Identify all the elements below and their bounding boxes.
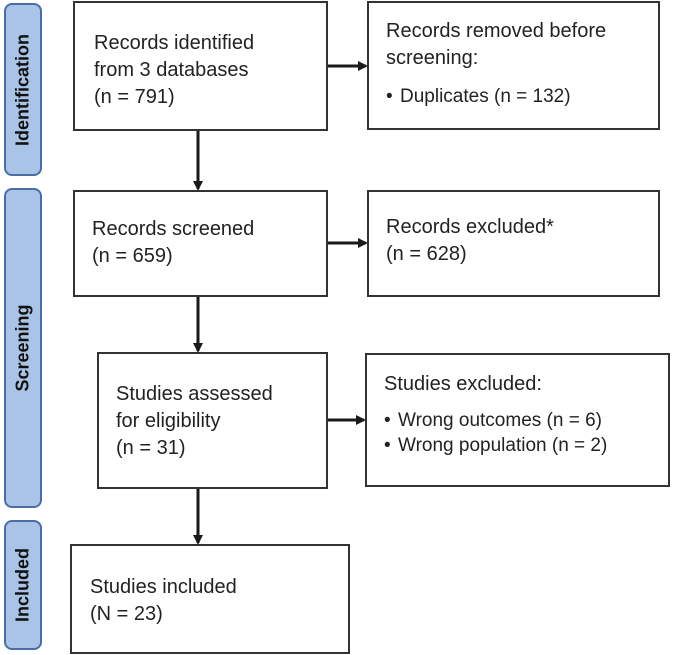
- records-excluded-title: Records excluded*: [386, 216, 554, 238]
- studies-excluded-item: •Wrong outcomes (n = 6): [384, 410, 602, 431]
- phase-included: Included: [4, 520, 42, 650]
- records-identified-count: (n = 791): [94, 86, 175, 108]
- studies-assessed-count: (n = 31): [116, 437, 186, 459]
- studies-excluded-title: Studies excluded:: [384, 373, 542, 395]
- studies-included-box: Studies included (N = 23): [70, 544, 350, 654]
- records-identified-title: Records identified: [94, 32, 255, 54]
- studies-assessed-box: Studies assessed for eligibility (n = 31…: [97, 352, 328, 489]
- phase-identification-label: Identification: [12, 33, 33, 146]
- studies-excluded-list: •Wrong outcomes (n = 6) •Wrong populatio…: [384, 408, 668, 458]
- records-removed-box: Records removed before screening: •Dupli…: [367, 1, 660, 130]
- phase-screening: Screening: [4, 188, 42, 508]
- phase-identification: Identification: [4, 3, 42, 176]
- studies-assessed-title: Studies assessed: [116, 383, 273, 405]
- records-removed-item: •Duplicates (n = 132): [386, 86, 571, 107]
- records-identified-box: Records identified from 3 databases (n =…: [73, 1, 328, 131]
- records-screened-title: Records screened: [92, 218, 255, 240]
- records-removed-title: Records removed before: [386, 20, 607, 42]
- studies-included-count: (N = 23): [90, 603, 163, 625]
- records-screened-box: Records screened (n = 659): [73, 190, 328, 297]
- studies-excluded-box: Studies excluded: •Wrong outcomes (n = 6…: [365, 353, 670, 487]
- studies-excluded-item: •Wrong population (n = 2): [384, 435, 608, 456]
- studies-included-title: Studies included: [90, 576, 237, 598]
- studies-assessed-subtitle: for eligibility: [116, 410, 221, 432]
- records-removed-list: •Duplicates (n = 132): [386, 84, 658, 109]
- phase-included-label: Included: [12, 547, 33, 623]
- records-removed-subtitle: screening:: [386, 47, 479, 69]
- phase-screening-label: Screening: [12, 304, 33, 392]
- records-identified-source: from 3 databases: [94, 59, 249, 81]
- records-screened-count: (n = 659): [92, 245, 173, 267]
- records-excluded-count: (n = 628): [386, 243, 467, 265]
- records-excluded-box: Records excluded* (n = 628): [367, 190, 660, 297]
